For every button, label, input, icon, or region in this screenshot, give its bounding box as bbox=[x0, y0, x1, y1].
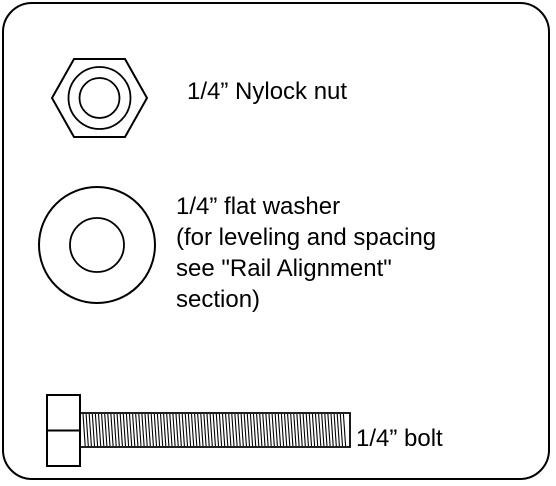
bolt-thread-line bbox=[88, 413, 92, 447]
bolt-thread-line bbox=[169, 413, 173, 447]
bolt-thread-line bbox=[166, 413, 170, 447]
bolt-thread-line bbox=[215, 413, 220, 447]
bolt-thread-line bbox=[280, 413, 285, 447]
nut-label: 1/4” Nylock nut bbox=[187, 78, 348, 105]
bolt-thread-line bbox=[141, 413, 145, 447]
bolt-thread-line bbox=[178, 413, 182, 447]
bolt-thread-line bbox=[159, 413, 164, 447]
hex-bolt-icon bbox=[46, 394, 351, 467]
bolt-thread-line bbox=[119, 413, 123, 447]
bolt-thread-line bbox=[94, 413, 99, 447]
bolt-thread-line bbox=[274, 413, 278, 447]
bolt-thread-line bbox=[324, 413, 328, 447]
bolt-thread-line bbox=[82, 413, 86, 447]
washer-label-line-4: section) bbox=[176, 286, 261, 313]
bolt-thread-line bbox=[327, 413, 331, 447]
bolt-thread-line bbox=[265, 413, 269, 447]
bolt-thread-line bbox=[302, 413, 306, 447]
bolt-thread-line bbox=[333, 413, 337, 447]
bolt-thread-line bbox=[194, 413, 198, 447]
bolt-thread-line bbox=[107, 413, 111, 447]
bolt-thread-line bbox=[128, 413, 133, 447]
bolt-thread-line bbox=[259, 413, 263, 447]
washer-label-line-1: 1/4” flat washer bbox=[176, 193, 341, 220]
bolt-thread-line bbox=[268, 413, 272, 447]
bolt-thread-line bbox=[125, 413, 130, 447]
bolt-thread-line bbox=[240, 413, 244, 447]
bolt-thread-line bbox=[150, 413, 154, 447]
bolt-thread-line bbox=[156, 413, 161, 447]
bolt-thread-line bbox=[262, 413, 266, 447]
bolt-thread-line bbox=[293, 413, 297, 447]
bolt-thread-line bbox=[172, 413, 176, 447]
washer-label-line-3: see "Rail Alignment" bbox=[176, 255, 392, 282]
bolt-thread-line bbox=[314, 413, 319, 447]
bolt-thread-line bbox=[200, 413, 204, 447]
bolt-thread-line bbox=[246, 413, 251, 447]
bolt-thread-line bbox=[122, 413, 127, 447]
bolt-thread-line bbox=[116, 413, 120, 447]
hex-nut-icon bbox=[50, 58, 149, 138]
bolt-thread-line bbox=[221, 413, 226, 447]
bolt-thread-line bbox=[277, 413, 282, 447]
bolt-thread-line bbox=[187, 413, 192, 447]
bolt-thread-line bbox=[342, 413, 347, 447]
bolt-thread-line bbox=[321, 413, 325, 447]
bolt-thread-line bbox=[228, 413, 232, 447]
bolt-thread-line bbox=[305, 413, 309, 447]
bolt-thread-line bbox=[308, 413, 313, 447]
bolt-thread-line bbox=[311, 413, 316, 447]
bolt-thread-line bbox=[287, 413, 291, 447]
bolt-thread-line bbox=[283, 413, 288, 447]
bolt-thread-line bbox=[113, 413, 117, 447]
bolt-thread-line bbox=[110, 413, 114, 447]
bolt-threads bbox=[82, 413, 347, 447]
flat-washer-icon bbox=[38, 186, 156, 304]
bolt-thread-line bbox=[209, 413, 213, 447]
washer-label: 1/4” flat washer (for leveling and spaci… bbox=[176, 191, 436, 315]
bolt-thread-line bbox=[153, 413, 158, 447]
bolt-thread-line bbox=[252, 413, 257, 447]
bolt-thread-line bbox=[163, 413, 167, 447]
bolt-label: 1/4” bolt bbox=[356, 425, 443, 452]
bolt-thread-line bbox=[256, 413, 260, 447]
bolt-thread-line bbox=[318, 413, 322, 447]
bolt-thread-line bbox=[101, 413, 105, 447]
bolt-thread-line bbox=[175, 413, 179, 447]
bolt-thread-line bbox=[231, 413, 235, 447]
bolt-thread-line bbox=[85, 413, 89, 447]
bolt-thread-line bbox=[181, 413, 185, 447]
bolt-thread-line bbox=[234, 413, 238, 447]
bolt-thread-line bbox=[249, 413, 254, 447]
bolt-thread-line bbox=[135, 413, 139, 447]
bolt-thread-line bbox=[336, 413, 340, 447]
bolt-thread-line bbox=[203, 413, 207, 447]
bolt-thread-line bbox=[206, 413, 210, 447]
bolt-thread-line bbox=[197, 413, 201, 447]
bolt-thread-line bbox=[184, 413, 189, 447]
bolt-thread-line bbox=[91, 413, 96, 447]
bolt-thread-line bbox=[330, 413, 334, 447]
bolt-thread-line bbox=[237, 413, 241, 447]
bolt-thread-line bbox=[339, 413, 344, 447]
bolt-thread-line bbox=[225, 413, 229, 447]
bolt-thread-line bbox=[104, 413, 108, 447]
bolt-thread-line bbox=[132, 413, 136, 447]
bolt-thread-line bbox=[271, 413, 275, 447]
bolt-thread-line bbox=[212, 413, 216, 447]
bolt-thread-line bbox=[144, 413, 148, 447]
bolt-thread-line bbox=[290, 413, 294, 447]
bolt-thread-line bbox=[299, 413, 303, 447]
bolt-thread-line bbox=[147, 413, 151, 447]
bolt-thread-line bbox=[243, 413, 247, 447]
parts-frame bbox=[2, 2, 550, 480]
bolt-thread-line bbox=[190, 413, 195, 447]
bolt-thread-line bbox=[296, 413, 300, 447]
bolt-thread-line bbox=[138, 413, 142, 447]
bolt-thread-line bbox=[97, 413, 102, 447]
bolt-thread-line bbox=[218, 413, 223, 447]
washer-label-line-2: (for leveling and spacing bbox=[176, 224, 437, 251]
